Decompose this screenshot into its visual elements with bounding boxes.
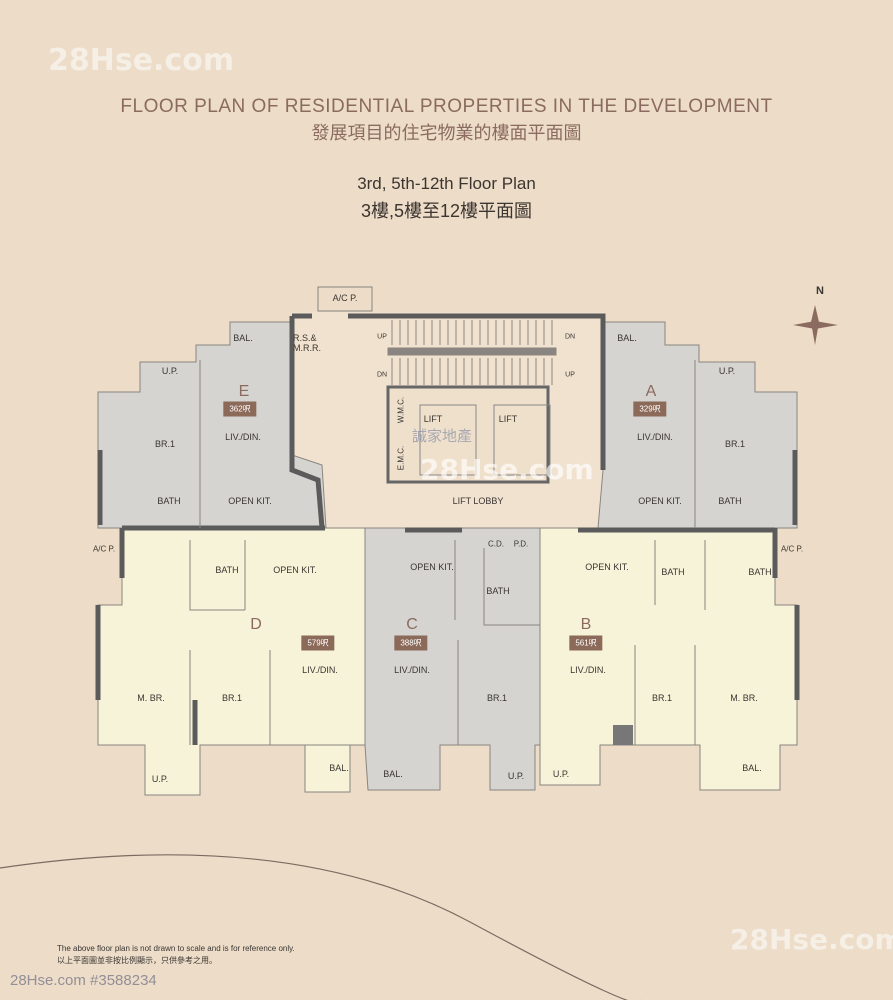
- unit-c-bath: BATH: [486, 586, 510, 596]
- disclaimer-en: The above floor plan is not drawn to sca…: [57, 944, 295, 953]
- unit-b-bath-1: BATH: [661, 567, 685, 577]
- page-title-en: FLOOR PLAN OF RESIDENTIAL PROPERTIES IN …: [120, 96, 773, 117]
- lift-shaft: [386, 385, 550, 484]
- structural-walls: [95, 313, 800, 745]
- watermark-brand-center: 28Hse.com: [420, 453, 594, 486]
- ac-platform-right-label: A/C P.: [780, 544, 804, 554]
- unit-d-master-bedroom: M. BR.: [137, 693, 165, 703]
- decorative-curve: [0, 854, 641, 1000]
- unit-d-area-badge: 579呎: [301, 635, 335, 651]
- emc-label: E.M.C.: [396, 445, 406, 471]
- unit-a-living-dining: LIV./DIN.: [637, 432, 673, 442]
- unit-e-area-badge: 362呎: [223, 401, 257, 417]
- ac-platform-top: [317, 286, 373, 312]
- unit-b-bedroom-1: BR.1: [651, 693, 673, 703]
- unit-a-utility-platform: U.P.: [718, 366, 736, 376]
- unit-b-utility-platform: U.P.: [552, 769, 570, 779]
- unit-d-balcony: BAL.: [329, 763, 349, 773]
- floor-subtitle-zh: 3樓,5樓至12樓平面圖: [360, 201, 533, 221]
- cd-label: C.D.: [488, 539, 504, 549]
- unit-d-living-dining: LIV./DIN.: [302, 665, 338, 675]
- unit-c-letter: C: [406, 616, 418, 633]
- unit-b-living-dining: LIV./DIN.: [570, 665, 606, 675]
- unit-e-bath: BATH: [157, 496, 181, 506]
- page-title-zh: 發展項目的住宅物業的樓面平面圖: [311, 123, 582, 143]
- compass-rose-icon: [793, 305, 838, 345]
- unit-d-open-kitchen: OPEN KIT.: [273, 565, 317, 575]
- watermark-agency: 誠家地產: [412, 428, 473, 445]
- unit-b-open-kitchen: OPEN KIT.: [585, 562, 629, 572]
- unit-c-area-badge: 388呎: [394, 635, 428, 651]
- unit-d-bath: BATH: [215, 565, 239, 575]
- watermark-brand-top: 28Hse.com: [48, 43, 235, 78]
- watermark-brand-bottom: 28Hse.com: [730, 923, 893, 956]
- unit-a-area-badge: 329呎: [633, 401, 667, 417]
- unit-c-utility-platform: U.P.: [507, 771, 525, 781]
- unit-a-area: [597, 321, 798, 529]
- unit-e-utility-platform: U.P.: [161, 366, 179, 376]
- unit-b-balcony: BAL.: [742, 763, 762, 773]
- watermark-listing-id: 28Hse.com #3588234: [10, 972, 157, 989]
- unit-b-area: [539, 527, 798, 791]
- unit-e-living-dining: LIV./DIN.: [225, 432, 261, 442]
- lift-label: LIFT: [423, 414, 443, 424]
- unit-c-open-kitchen: OPEN KIT.: [410, 562, 454, 572]
- unit-e-bedroom-1: BR.1: [154, 439, 176, 449]
- stair-down-label: DN: [376, 371, 388, 379]
- ac-platform-top-label: A/C P.: [332, 293, 358, 303]
- column: [613, 725, 633, 745]
- unit-d-letter: D: [250, 616, 262, 633]
- stair-down-label: DN: [564, 333, 576, 341]
- unit-e-open-kitchen: OPEN KIT.: [228, 496, 272, 506]
- unit-a-balcony: BAL.: [617, 333, 637, 343]
- lift-car-1: [419, 404, 477, 476]
- unit-c-living-dining: LIV./DIN.: [394, 665, 430, 675]
- unit-partitions: [189, 360, 706, 745]
- lift-lobby-label: LIFT LOBBY: [452, 496, 504, 506]
- unit-d-utility-platform: U.P.: [151, 774, 169, 784]
- lift-car-2: [493, 404, 551, 476]
- pd-label: P.D.: [513, 539, 529, 549]
- unit-e-letter: E: [238, 383, 250, 400]
- unit-b-master-bedroom: M. BR.: [730, 693, 758, 703]
- staircase: [387, 320, 557, 385]
- unit-a-letter: A: [645, 383, 657, 400]
- unit-a-bedroom-1: BR.1: [724, 439, 746, 449]
- unit-b-bath-2: BATH: [748, 567, 772, 577]
- wmc-label: W.M.C.: [396, 396, 406, 424]
- unit-b-letter: B: [580, 616, 592, 633]
- disclaimer-zh: 以上平面圖並非按比例顯示，只供參考之用。: [57, 956, 217, 965]
- compass-north-label: N: [816, 285, 824, 297]
- stair-up-label: UP: [377, 333, 387, 341]
- unit-a-bath: BATH: [718, 496, 742, 506]
- unit-b-area-badge: 561呎: [569, 635, 603, 651]
- unit-c-balcony: BAL.: [383, 769, 403, 779]
- unit-a-open-kitchen: OPEN KIT.: [638, 496, 682, 506]
- unit-e-balcony: BAL.: [233, 333, 253, 343]
- floor-subtitle-en: 3rd, 5th-12th Floor Plan: [357, 174, 536, 193]
- unit-d-bedroom-1: BR.1: [221, 693, 243, 703]
- rs-mrr-label: R.S.& M.R.R.: [293, 333, 321, 353]
- ac-platform-left-label: A/C P.: [92, 544, 116, 554]
- lift-label: LIFT: [498, 414, 518, 424]
- stair-up-label: UP: [565, 371, 575, 379]
- unit-c-bedroom-1: BR.1: [486, 693, 508, 703]
